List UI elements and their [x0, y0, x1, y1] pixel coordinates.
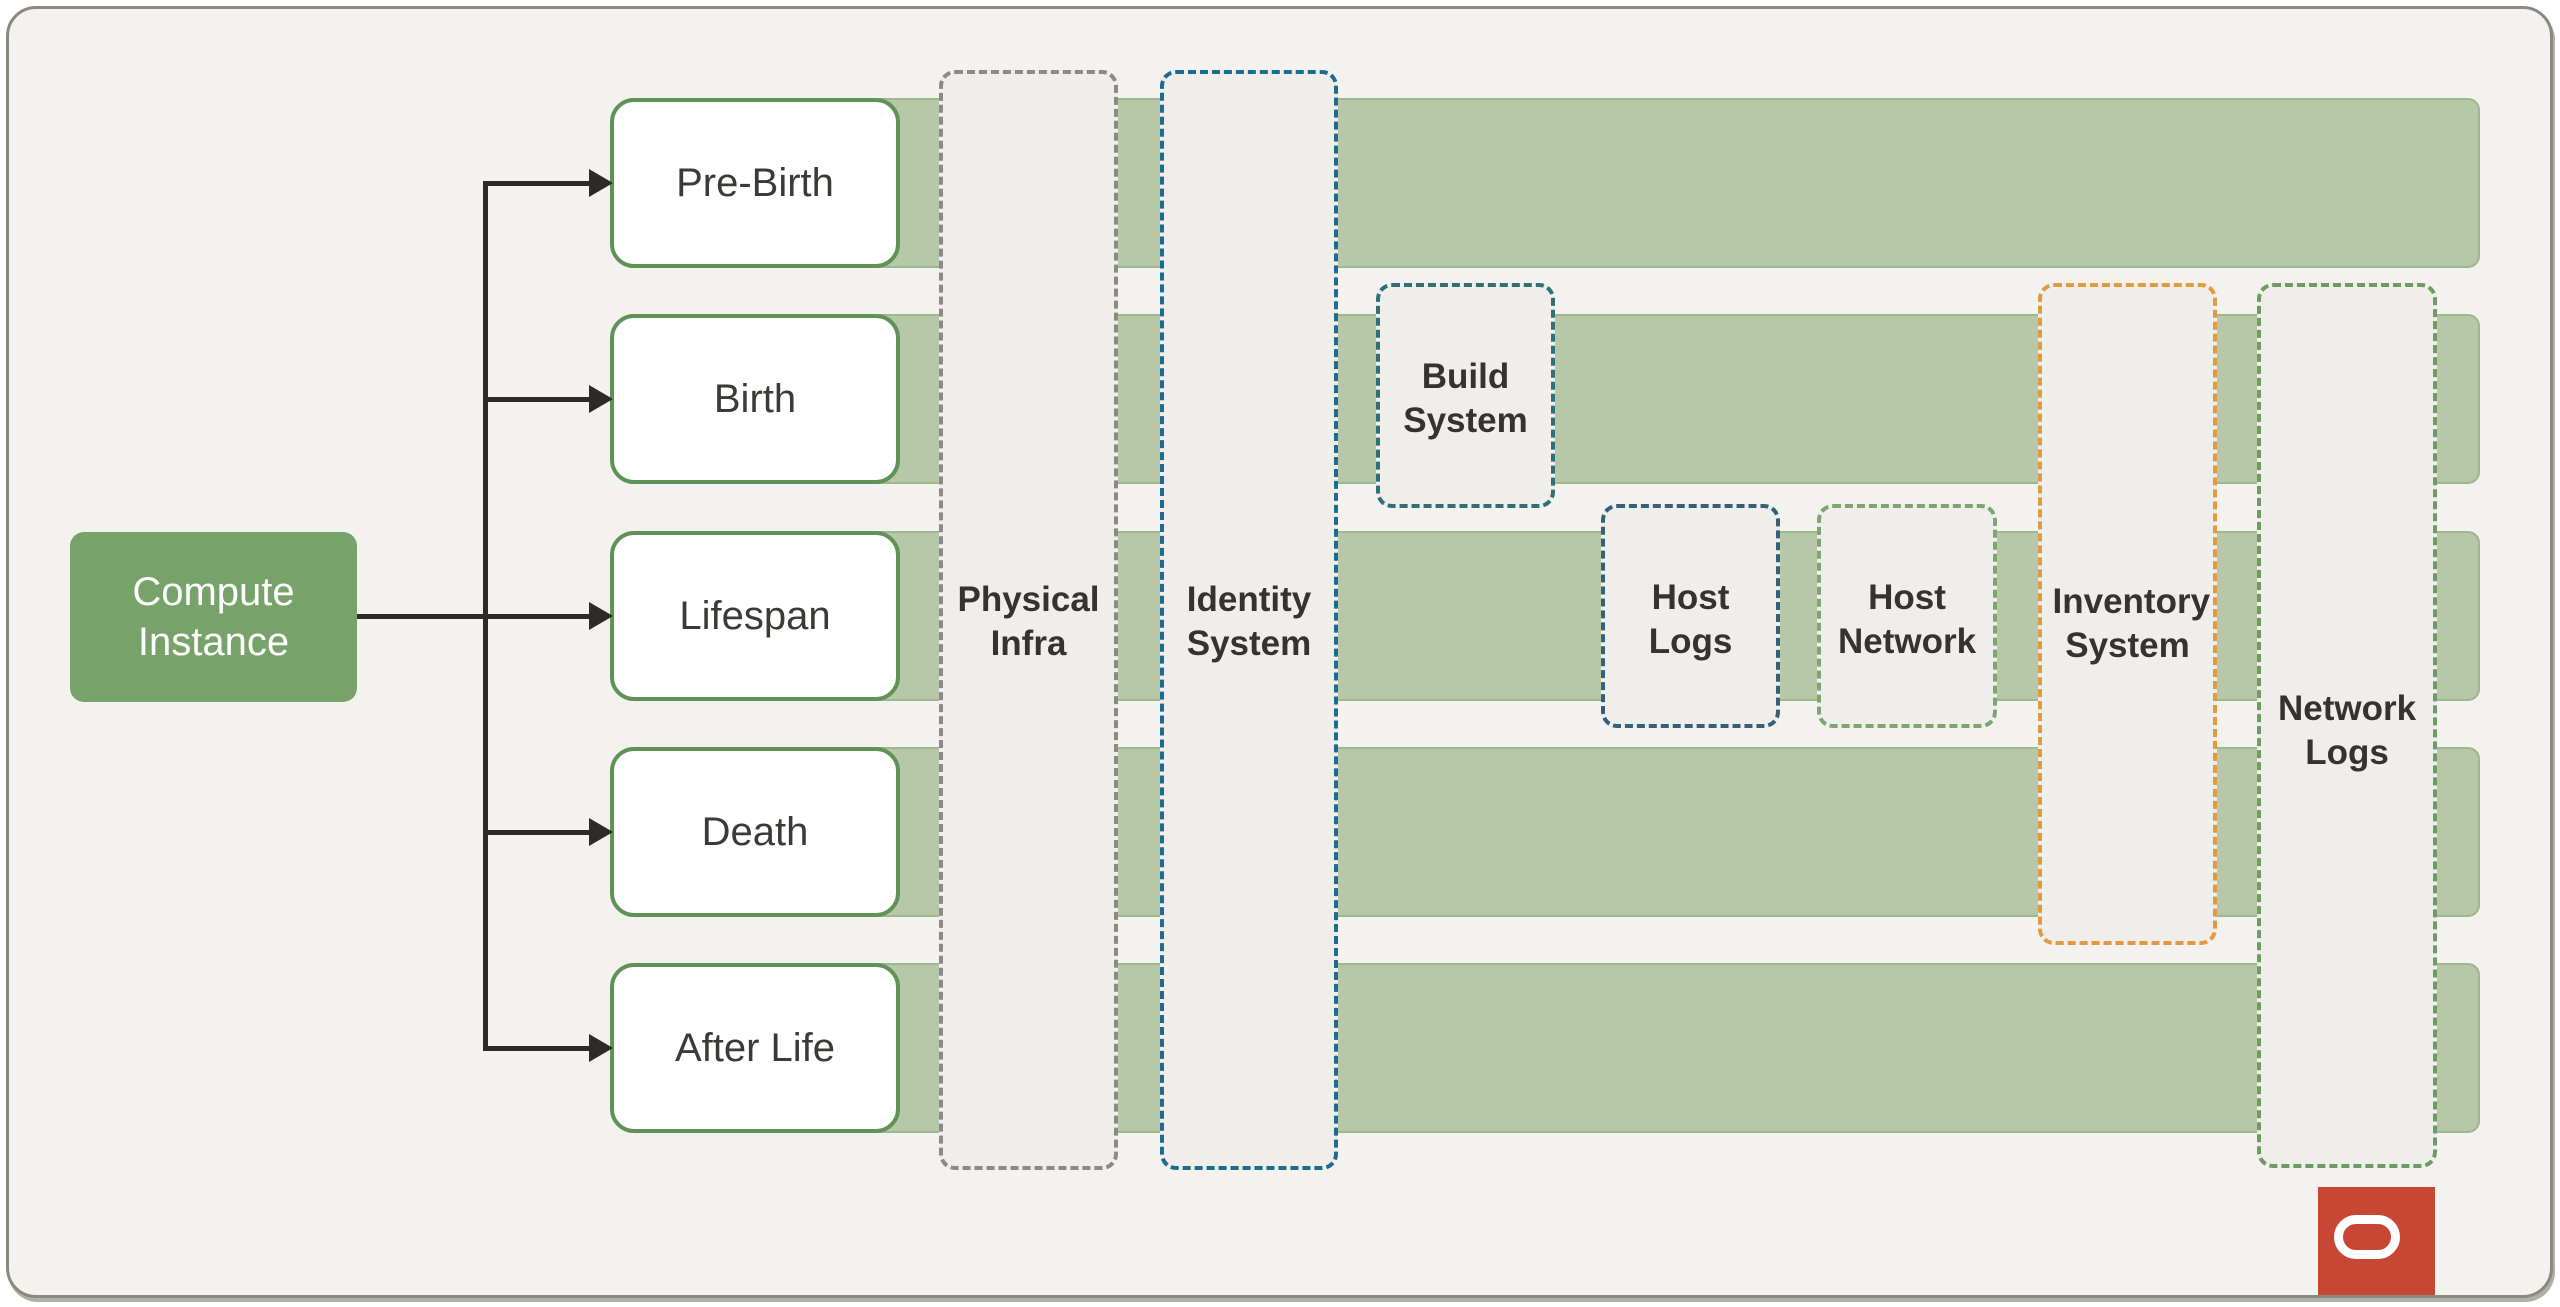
phase-box-birth: Birth [610, 314, 900, 484]
phase-label: Birth [713, 376, 797, 421]
lifecycle-bar-after-life [620, 963, 2480, 1133]
system-label: Network Logs [2277, 689, 2417, 772]
compute-instance-node: Compute Instance [70, 532, 357, 702]
system-column-build-system: Build System [1376, 283, 1555, 508]
phase-label: Lifespan [679, 593, 831, 638]
diagram-plane: Pre-Birth Birth Lifespan Death After Lif… [9, 9, 2550, 1295]
arrowhead-lifespan-icon [589, 602, 613, 630]
system-label: Physical Infra [957, 580, 1100, 663]
system-label: Build System [1403, 357, 1528, 440]
system-column-host-logs: Host Logs [1601, 504, 1780, 728]
arrowhead-birth-icon [589, 385, 613, 413]
edge-branch-death [483, 830, 589, 835]
phase-box-death: Death [610, 747, 900, 917]
system-label: Identity System [1186, 580, 1312, 663]
phase-box-after-life: After Life [610, 963, 900, 1133]
edge-branch-after-life [483, 1046, 589, 1051]
system-column-network-logs: Network Logs [2257, 283, 2437, 1168]
oracle-logo-icon [2318, 1187, 2435, 1295]
phase-label: Pre-Birth [676, 160, 834, 205]
arrowhead-after-life-icon [589, 1034, 613, 1062]
system-column-host-network: Host Network [1817, 504, 1997, 728]
phase-box-pre-birth: Pre-Birth [610, 98, 900, 268]
arrowhead-death-icon [589, 818, 613, 846]
phase-label: Death [701, 809, 809, 854]
phase-box-lifespan: Lifespan [610, 531, 900, 701]
phase-label: After Life [674, 1025, 836, 1070]
diagram-frame: Pre-Birth Birth Lifespan Death After Lif… [6, 6, 2553, 1298]
system-label: Host Network [1837, 578, 1977, 661]
lifecycle-bar-pre-birth [620, 98, 2480, 268]
edge-root-to-trunk [357, 614, 483, 619]
compute-instance-label: Compute Instance [132, 570, 295, 664]
system-label: Inventory System [2052, 582, 2211, 665]
system-column-inventory-system: Inventory System [2038, 283, 2217, 945]
oracle-ring-icon [2334, 1215, 2400, 1259]
system-label: Host Logs [1648, 578, 1733, 661]
system-column-physical-infra: Physical Infra [939, 70, 1118, 1170]
edge-branch-birth [483, 397, 589, 402]
system-column-identity-system: Identity System [1160, 70, 1338, 1170]
edge-branch-lifespan [483, 614, 589, 619]
arrowhead-pre-birth-icon [589, 169, 613, 197]
edge-branch-pre-birth [483, 181, 589, 186]
